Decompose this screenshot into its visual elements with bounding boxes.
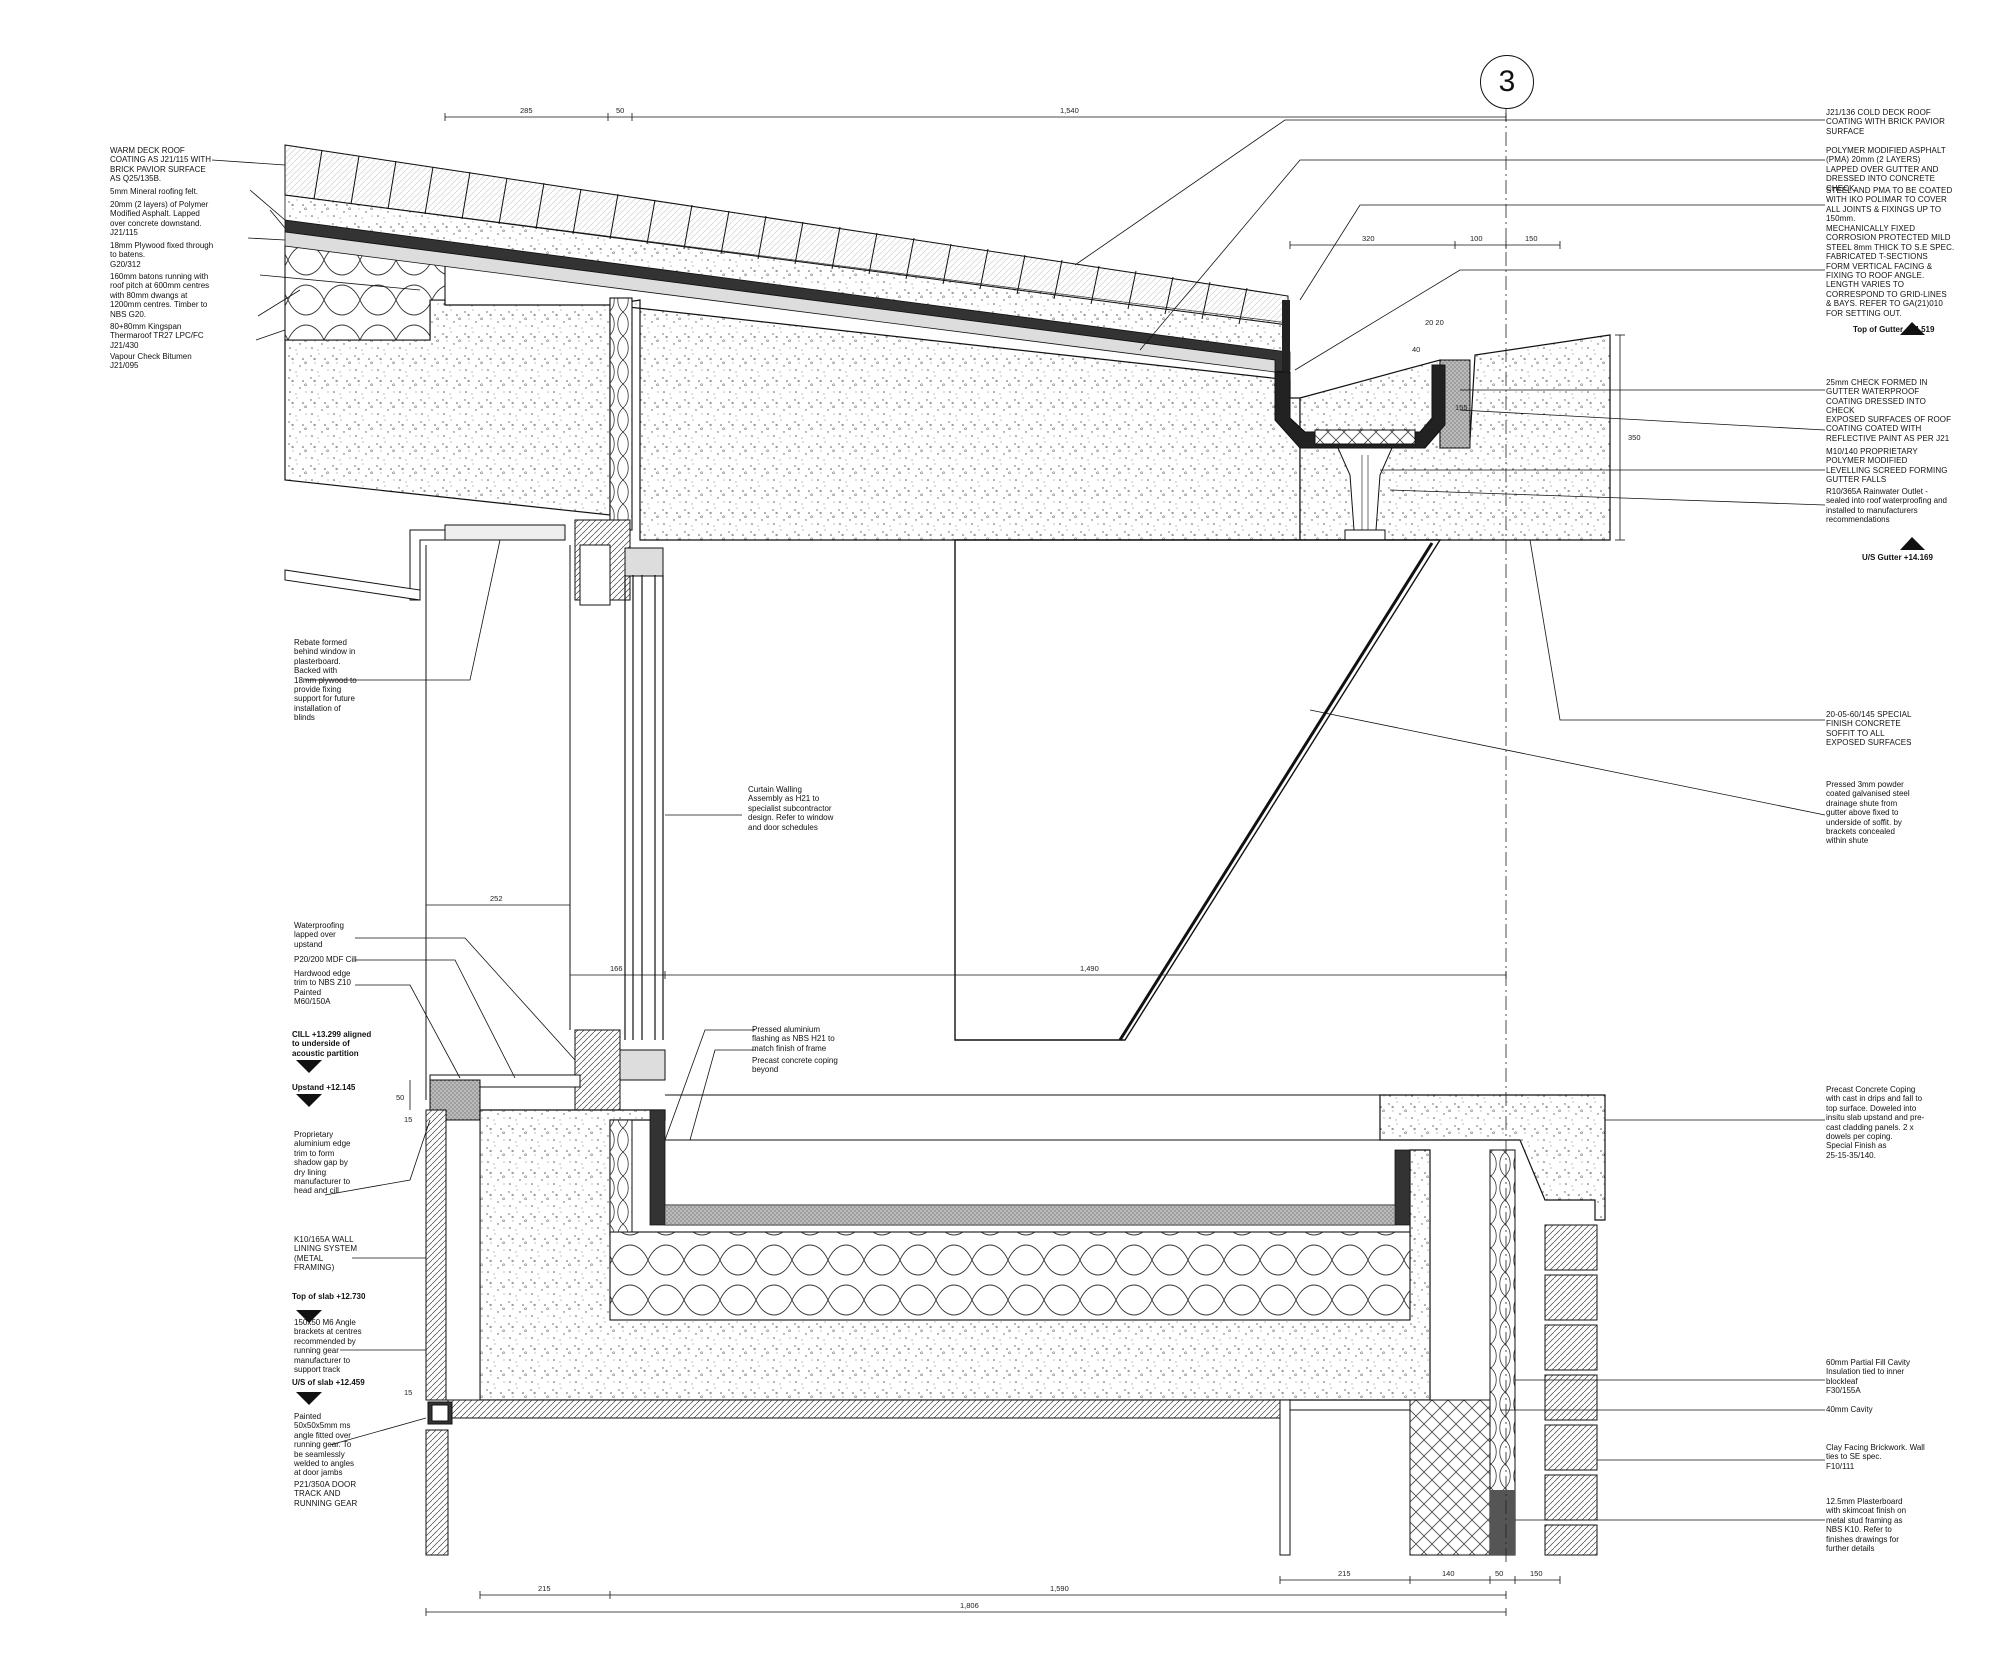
shute-edge [1118,542,1434,1041]
note-hardwood: Hardwood edge trim to NBS Z10 Painted M6… [294,969,351,1007]
level-top-gutter: Top of Gutter +14.519 [1853,325,1935,334]
level-cill: CILL +13.299 aligned to underside of aco… [292,1030,372,1058]
window-cill-frame [429,1029,666,1126]
note-wall-lining: K10/165A WALL LINING SYSTEM (METAL FRAMI… [294,1235,358,1273]
precast-coping [1379,1094,1606,1221]
dim-1540: 1,540 [1060,106,1079,115]
window-head [284,519,664,606]
note-rainwater: R10/365A Rainwater Outlet - sealed into … [1826,487,1947,525]
partial-fill-insulation [1489,1149,1516,1556]
note-plasterboard: 12.5mm Plasterboard with skimcoat finish… [1826,1497,1907,1554]
note-mineral-felt: 5mm Mineral roofing felt. [110,187,199,196]
dim-320: 320 [1362,234,1375,243]
slab-screed [664,1204,1396,1226]
soffit-downstand [1279,1399,1291,1556]
dim-100: 100 [1470,234,1483,243]
level-us-gutter: U/S Gutter +14.169 [1862,553,1933,562]
cavity-dark [1490,1490,1515,1555]
dim-50: 50 [616,106,624,115]
note-precast-coping: Precast Concrete Coping with cast in dri… [1826,1085,1925,1160]
note-pma-gutter: POLYMER MODIFIED ASPHALT (PMA) 20mm (2 L… [1826,146,1946,193]
note-door-track: P21/350A DOOR TRACK AND RUNNING GEAR [294,1480,358,1508]
level-top-slab: Top of slab +12.730 [292,1292,366,1301]
note-steel-pma: STEEL AND PMA TO BE COATED WITH IKO POLI… [1826,186,1953,224]
dim-350: 350 [1628,433,1641,442]
note-cavity: 40mm Cavity [1826,1405,1873,1414]
note-mdf-cill: P20/200 MDF Cill [294,955,357,964]
note-vapour: Vapour Check Bitumen J21/095 [110,352,192,371]
dim-bottom-215b: 215 [1338,1569,1351,1578]
slab-insulation [609,1231,1411,1321]
note-partial-fill: 60mm Partial Fill Cavity Insulation tied… [1826,1358,1911,1396]
note-special-finish: 20-05-60/145 SPECIAL FINISH CONCRETE SOF… [1826,710,1912,748]
dim-bottom-140: 140 [1442,1569,1455,1578]
door-track [425,1401,453,1556]
note-curtain-walling: Curtain Walling Assembly as H21 to speci… [748,785,834,832]
gutter-trough [1274,364,1446,449]
dim-20-20: 20 20 [1425,318,1444,327]
note-rebate: Rebate formed behind window in plasterbo… [294,638,357,723]
facing-brickwork [1544,1224,1598,1556]
dim-50-upstand: 50 [396,1093,404,1102]
dim-15: 15 [404,1115,412,1124]
rainwater-outlet [1314,429,1416,551]
upstand-insulation [609,1119,633,1233]
note-mech-fixed: MECHANICALLY FIXED CORROSION PROTECTED M… [1826,224,1955,318]
note-cold-deck: J21/136 COLD DECK ROOF COATING WITH BRIC… [1826,108,1945,136]
dim-bottom-1806: 1,806 [960,1601,979,1610]
wall-lining [425,1109,447,1401]
drainage-shute [954,539,1442,1041]
note-painted-angle: Painted 50x50x5mm ms angle fitted over r… [294,1412,355,1478]
dim-285: 285 [520,106,533,115]
level-markers [296,322,1925,1405]
dim-155: 155 [1455,403,1468,412]
dimension-lines [409,113,1625,1616]
note-check-25: 25mm CHECK FORMED IN GUTTER WATERPROOF C… [1826,378,1928,416]
note-clay-facing: Clay Facing Brickwork. Wall ties to SE s… [1826,1443,1925,1471]
dim-1490: 1,490 [1080,964,1099,973]
note-battens: 160mm batons running with roof pitch at … [110,272,210,319]
dim-bottom-150: 150 [1530,1569,1543,1578]
dim-bottom-50: 50 [1495,1569,1503,1578]
note-exposed: EXPOSED SURFACES OF ROOF COATING COATED … [1826,415,1952,443]
dim-15-lower: 15 [404,1388,412,1397]
note-m10: M10/140 PROPRIETARY POLYMER MODIFIED LEV… [1826,447,1948,485]
note-plywood: 18mm Plywood fixed through to batens. G2… [110,241,214,269]
dim-150: 150 [1525,234,1538,243]
grid-marker-3: 3 [1480,55,1534,109]
note-pma-layers: 20mm (2 layers) of Polymer Modified Asph… [110,200,209,238]
note-pressed-alu: Pressed aluminium flashing as NBS H21 to… [752,1025,835,1053]
dim-bottom-1590: 1,590 [1050,1584,1069,1593]
timber-column [609,297,633,531]
steel-upstand [1282,300,1290,380]
level-us-slab: U/S of slab +12.459 [292,1378,365,1387]
dim-166: 166 [610,964,623,973]
inner-blockleaf [1409,1399,1491,1556]
note-pressed-3mm: Pressed 3mm powder coated galvanised ste… [1826,780,1910,846]
note-kingspan: 80+80mm Kingspan Thermaroof TR27 LPC/FC … [110,322,204,350]
dim-40: 40 [1412,345,1420,354]
note-angle-brackets: 150x50 M6 Angle brackets at centres reco… [294,1318,362,1375]
wall-lining-frame [445,1119,481,1401]
note-warm-deck: WARM DECK ROOF COATING AS J21/115 WITH B… [110,146,212,184]
soffit-plasterboard [447,1399,1289,1419]
note-alu-edge: Proprietary aluminium edge trim to form … [294,1130,351,1196]
level-upstand: Upstand +12.145 [292,1083,356,1092]
dim-252: 252 [490,894,503,903]
note-waterproofing: Waterproofing lapped over upstand [294,921,344,949]
dim-bottom-215: 215 [538,1584,551,1593]
curtain-wall [624,575,664,1040]
leader-lines [211,119,1826,1521]
note-precast-beyond: Precast concrete coping beyond [752,1056,838,1075]
